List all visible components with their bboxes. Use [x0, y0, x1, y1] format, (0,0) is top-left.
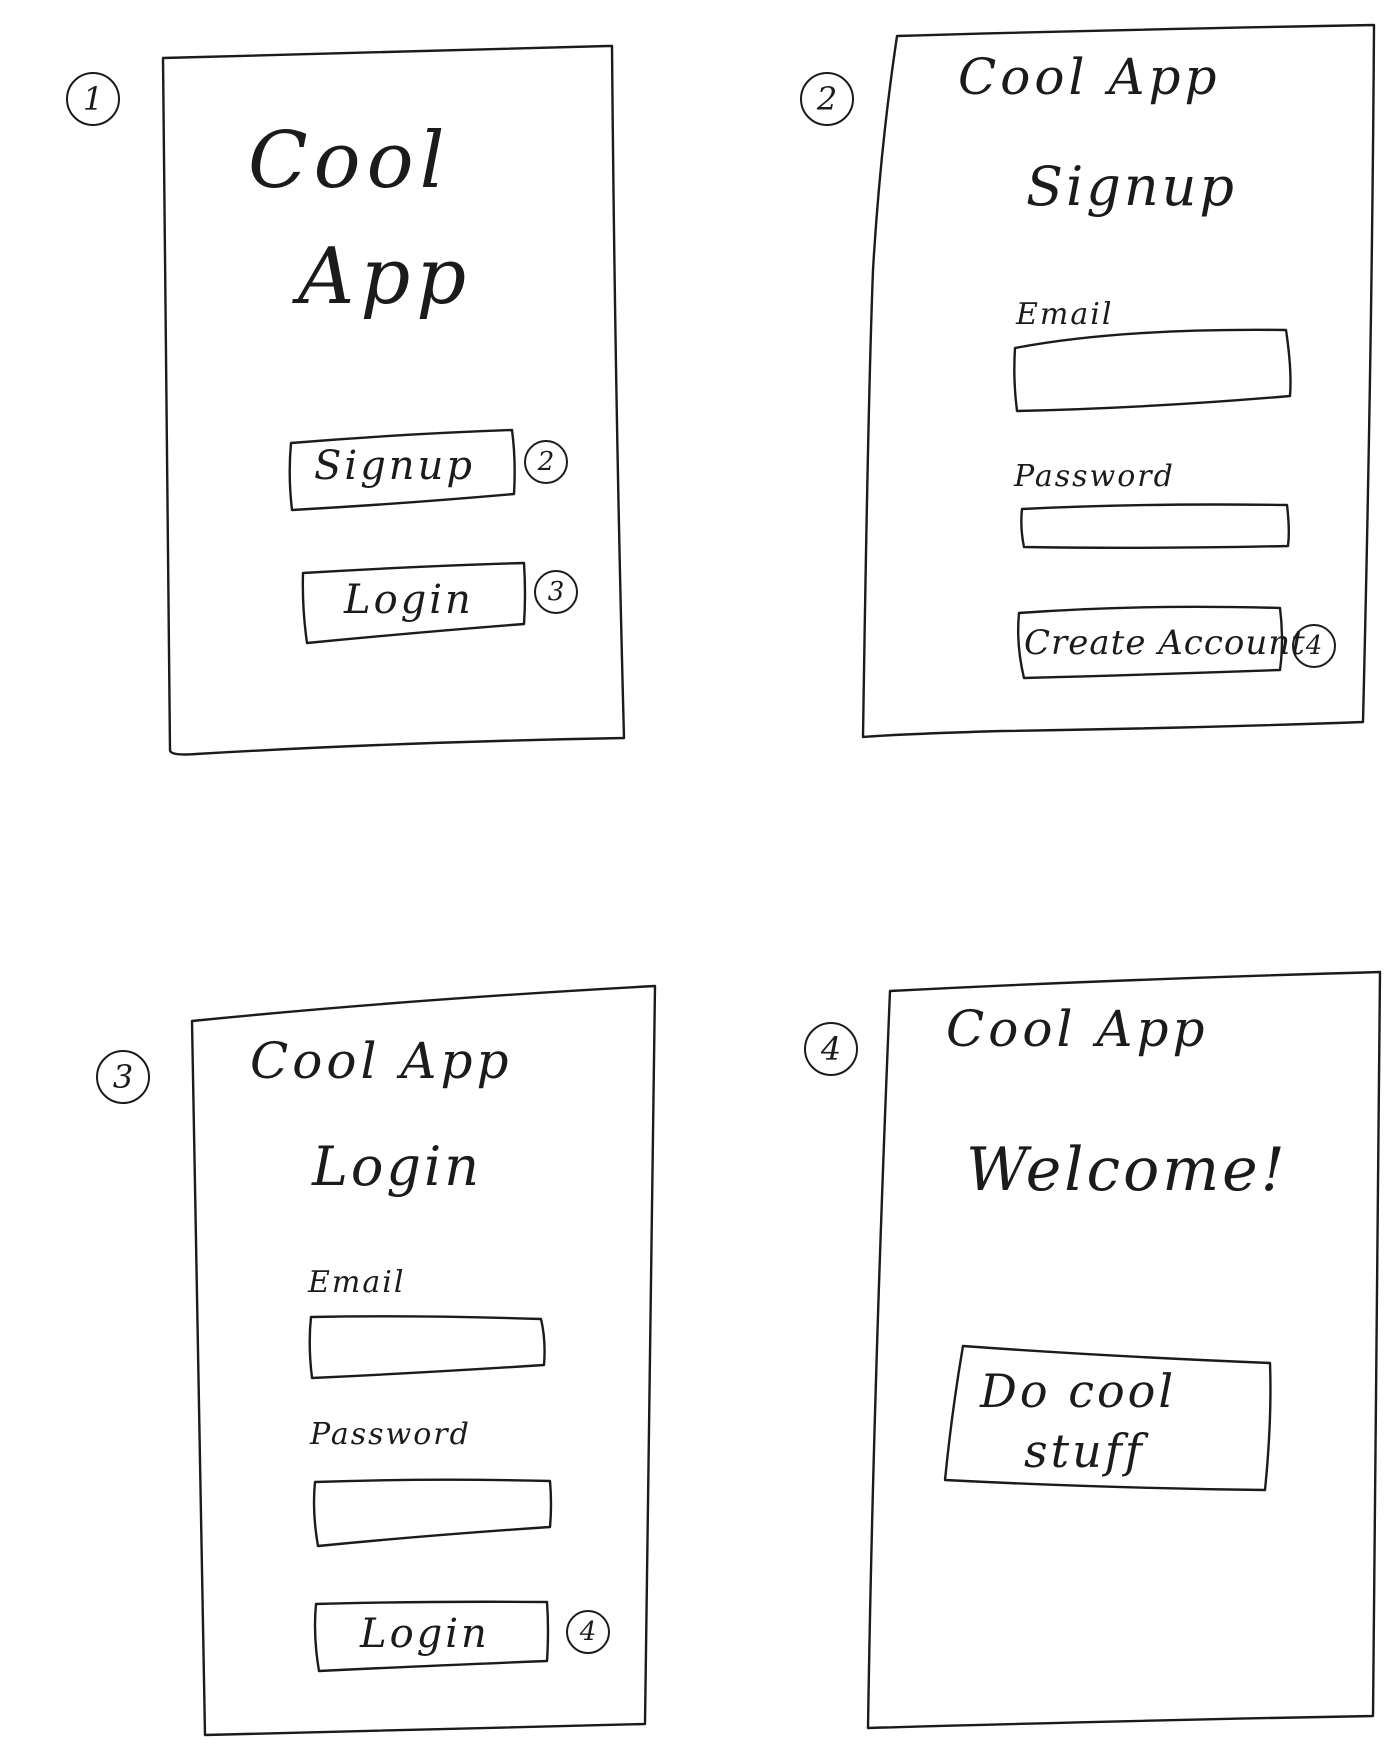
create-account-target: 4 [1305, 631, 1323, 661]
screen-2-password-box [1020, 503, 1290, 549]
screen-1-frame [161, 44, 626, 756]
signup-link-target-badge: 2 [524, 440, 568, 484]
screen-3-frame [190, 984, 657, 1737]
signup-password-field[interactable] [1022, 504, 1288, 548]
login-submit-button-label: Login [360, 1611, 490, 1657]
screen-2-heading: Signup [1026, 155, 1237, 218]
screen-2-email-box [1013, 328, 1292, 413]
screen-number: 1 [82, 80, 104, 118]
screen-1-login-box [301, 561, 527, 645]
screen-number-badge: 3 [96, 1050, 150, 1104]
screen-number: 3 [112, 1058, 134, 1096]
screen-3-email-label: Email [308, 1265, 406, 1300]
signup-button-label: Signup [314, 443, 475, 489]
screen-3-email-box [308, 1315, 546, 1380]
login-link-target-badge: 3 [534, 570, 578, 614]
screen-number-badge: 4 [804, 1022, 858, 1076]
login-button-label: Login [344, 577, 474, 623]
screen-3-heading: Login [312, 1135, 482, 1198]
screen-2-frame [861, 23, 1376, 739]
do-cool-stuff-label-line1: Do cool [980, 1364, 1177, 1418]
login-submit-target: 4 [579, 1617, 597, 1647]
screen-4-frame [866, 970, 1382, 1730]
create-account-button-label: Create Account [1024, 623, 1306, 663]
create-account-target-badge: 4 [1292, 624, 1336, 668]
screen-2-email-label: Email [1016, 297, 1114, 332]
login-email-field[interactable] [311, 1316, 543, 1376]
screen-3-password-label: Password [310, 1417, 471, 1452]
login-submit-target-badge: 4 [566, 1610, 610, 1654]
screen-1-app-title-line1: Cool [248, 116, 451, 206]
screen-3-login-box [313, 1600, 550, 1673]
screen-1-signup-box [288, 428, 516, 512]
screen-number: 2 [816, 80, 838, 118]
screen-1-app-title-line2: App [298, 232, 473, 322]
login-password-field[interactable] [315, 1480, 551, 1544]
screen-2-create-box [1017, 605, 1284, 680]
do-cool-stuff-label-line2: stuff [1024, 1424, 1145, 1478]
screen-3-password-box [312, 1478, 553, 1548]
screen-2-app-title: Cool App [958, 48, 1221, 106]
screen-4-heading: Welcome! [966, 1135, 1288, 1205]
signup-link-target: 2 [537, 447, 555, 477]
login-link-target: 3 [547, 577, 565, 607]
screen-number-badge: 1 [66, 72, 120, 126]
screen-4-app-title: Cool App [946, 1000, 1209, 1058]
screen-number: 4 [820, 1030, 842, 1068]
screen-4-action-box [943, 1344, 1272, 1492]
screen-number-badge: 2 [800, 72, 854, 126]
signup-email-field[interactable] [1016, 334, 1288, 406]
screen-3-app-title: Cool App [250, 1032, 513, 1090]
screen-2-password-label: Password [1014, 459, 1175, 494]
